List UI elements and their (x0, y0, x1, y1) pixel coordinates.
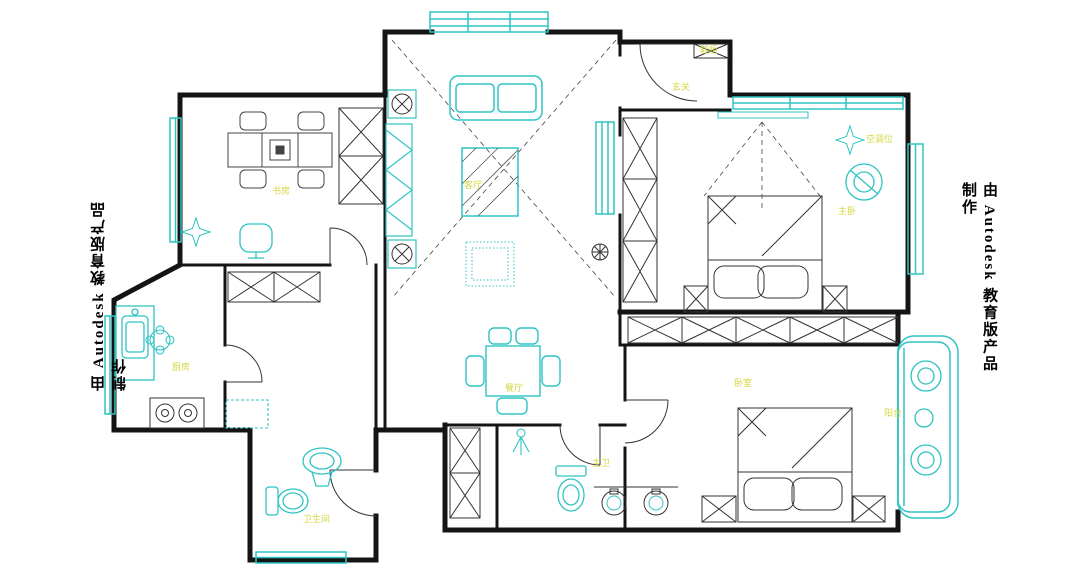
room-label-master-bath: 主卫 (592, 458, 611, 468)
master-bath-furniture (512, 428, 678, 516)
master-wardrobe (622, 117, 658, 303)
shower-head (512, 428, 530, 455)
dining-set (465, 327, 561, 415)
cabinet-hatches (227, 43, 899, 523)
dining-chair-top2 (515, 327, 539, 345)
room-label-bedroom: 卧室 (734, 378, 753, 388)
windows (104, 11, 959, 564)
sofa (449, 75, 543, 121)
speaker-top (387, 89, 417, 119)
rug (465, 241, 515, 287)
bedroom-door (624, 399, 669, 444)
ac-star (834, 124, 866, 156)
room-label-dining: 餐厅 (505, 383, 524, 393)
ceiling-lamp-star (180, 216, 212, 248)
watermark-left: 由 Autodesk 教育版产品制作 (91, 200, 128, 391)
armchair (845, 163, 883, 201)
dining-chair-bottom (496, 397, 528, 415)
master-door-panel (595, 121, 615, 215)
room-label-shoe-cabinet: 鞋柜 (700, 45, 719, 55)
coffee-table (461, 147, 519, 217)
room-label-study: 书房 (272, 186, 291, 196)
stove (149, 397, 205, 429)
kitchen-furniture (115, 305, 269, 429)
room-label-entry: 玄关 (672, 82, 691, 92)
closet-row (627, 316, 899, 344)
living-furniture (385, 75, 609, 287)
game-table (227, 111, 333, 189)
dining-chair-top1 (488, 327, 512, 345)
dining-chair-left (465, 355, 485, 387)
entry-door (639, 43, 698, 102)
shower-column (449, 427, 481, 519)
bedroom-furniture (737, 407, 853, 523)
balcony-chair-top (910, 360, 942, 392)
balcony-table (914, 408, 934, 428)
dining-chair-right (541, 355, 561, 387)
kitchen-door (224, 344, 263, 383)
desk-chair (239, 223, 273, 259)
room-label-bathroom: 卫生间 (303, 514, 331, 524)
master-bed (707, 195, 823, 311)
doors (224, 43, 698, 517)
balcony-chair-bottom (910, 444, 942, 476)
pedestal-sink (302, 447, 342, 487)
room-label-living: 客厅 (464, 180, 483, 190)
exterior-walls (111, 29, 911, 563)
interior-walls (178, 40, 900, 532)
kitchen-sink (115, 305, 155, 381)
shoe-cabinet-box (693, 43, 729, 59)
toilet-master (555, 465, 587, 512)
toilet (265, 486, 309, 516)
study-furniture (180, 111, 333, 259)
room-label-ac-spot: 空调位 (866, 134, 894, 144)
room-label-balcony: 阳台 (884, 408, 903, 418)
planned-cabinet (225, 399, 269, 429)
watermark-right: 由 Autodesk 教育版产品制作 (960, 182, 997, 373)
master-bath-door (559, 424, 601, 466)
speaker-bottom (387, 239, 417, 269)
master-bedroom-furniture (707, 111, 883, 311)
double-vanity (594, 486, 678, 516)
study-wardrobe (338, 107, 384, 205)
study-door (329, 227, 368, 266)
room-label-kitchen: 厨房 (172, 362, 191, 372)
tv-cabinet (385, 123, 413, 237)
hall-closet (227, 271, 321, 303)
dining-table (485, 345, 541, 397)
bathroom-furniture (265, 447, 342, 516)
bathroom-door (329, 469, 377, 517)
curtain (717, 111, 809, 119)
balcony-furniture (910, 360, 942, 476)
nightstands (683, 285, 886, 523)
floor-drain (145, 325, 175, 355)
bed (737, 407, 853, 523)
room-label-master: 主卧 (838, 206, 857, 216)
dashed-guides (391, 39, 821, 299)
ceiling-fan (591, 243, 609, 261)
